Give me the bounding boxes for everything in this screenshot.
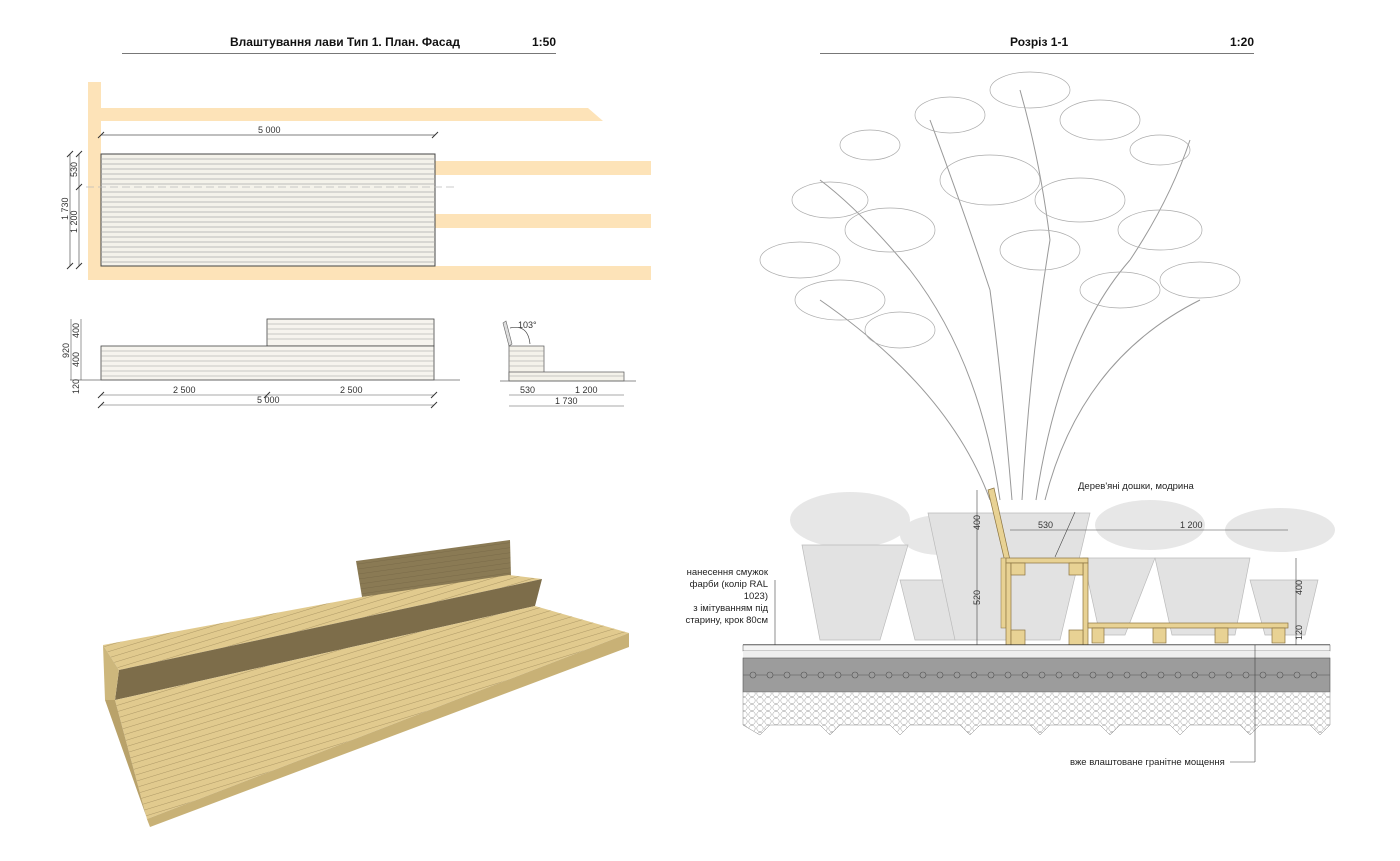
plan-depth-seat-dim: 1 200	[69, 210, 79, 233]
section-back-height-dim: 400	[972, 515, 982, 530]
bench-3d-render	[103, 540, 629, 827]
paving-label: вже влаштоване гранітне мощення	[1070, 757, 1225, 768]
facade-view: 920 400 400 120 2 500 2 500 5 000	[61, 318, 460, 409]
facade-height-total-dim: 920	[61, 343, 71, 358]
right-title-bar: Розріз 1-1 1:20	[820, 35, 1254, 54]
facade-seat-height-dim: 400	[71, 352, 81, 367]
facade-base-height-dim: 120	[71, 379, 81, 394]
section-platform-depth-dim: 1 200	[1180, 520, 1203, 530]
side-seat-depth-dim: 1 200	[575, 385, 598, 395]
plan-width-dim: 5 000	[258, 125, 281, 135]
right-panel-title: Розріз 1-1	[1010, 35, 1069, 49]
side-total-depth-dim: 1 730	[555, 396, 578, 406]
plan-depth-back-dim: 530	[69, 162, 79, 177]
right-panel-scale: 1:20	[1229, 35, 1254, 49]
side-back-depth-dim: 530	[520, 385, 535, 395]
wood-label: Дерев'яні дошки, модрина	[1078, 481, 1194, 492]
facade-total-width-dim: 5 000	[257, 395, 280, 405]
tree-foliage	[759, 71, 1241, 349]
section-seat-height-dim: 520	[972, 590, 982, 605]
facade-segment-right-dim: 2 500	[340, 385, 363, 395]
facade-segment-left-dim: 2 500	[173, 385, 196, 395]
paint-note-line-2: фарби (колір RAL 1023)	[689, 579, 768, 602]
left-panel-scale: 1:50	[531, 35, 556, 49]
left-panel-title: Влаштування лави Тип 1. План. Фасад	[230, 35, 460, 49]
section-platform-height-dim: 120	[1294, 625, 1304, 640]
planter-pots	[801, 512, 1319, 641]
side-angle-label: 103°	[518, 320, 537, 330]
facade-back-height-dim: 400	[71, 323, 81, 338]
side-view: 103° 530 1 200 1 730	[500, 320, 636, 407]
paint-note-line-4: старину, крок 80см	[685, 615, 768, 626]
plan-view: 5 000 1 730 530 1 200	[60, 82, 651, 280]
plan-depth-total-dim: 1 730	[60, 197, 70, 220]
tree-drawing	[819, 89, 1201, 501]
paint-note-line-3: з імітуванням під	[693, 603, 768, 614]
section-view: 400 520 530 1 200 400 120	[742, 71, 1335, 763]
left-title-bar: Влаштування лави Тип 1. План. Фасад 1:50	[122, 35, 556, 54]
paint-note: нанесення смужок фарби (колір RAL 1023) …	[668, 567, 768, 627]
section-seat-depth-dim: 530	[1038, 520, 1053, 530]
section-pot-height-dim: 400	[1294, 580, 1304, 595]
bench-section	[1005, 557, 1289, 646]
paint-note-line-1: нанесення смужок	[686, 567, 768, 578]
